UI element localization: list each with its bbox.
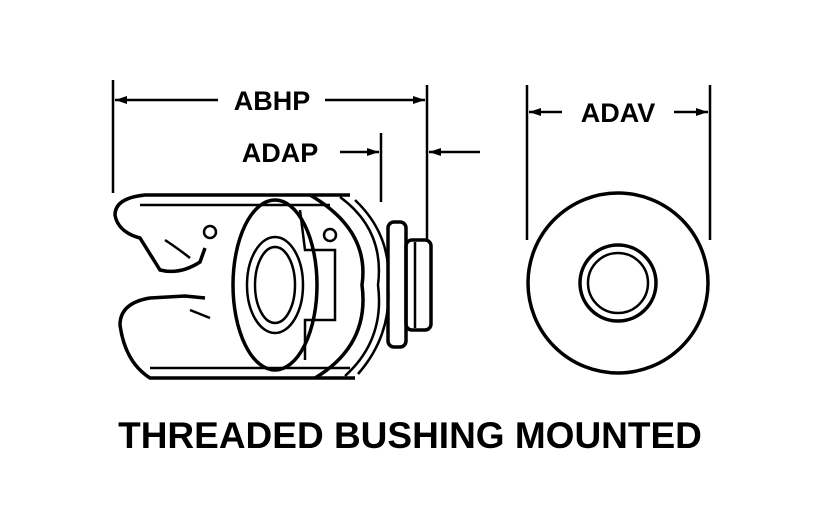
caption: THREADED BUSHING MOUNTED — [118, 415, 702, 456]
bushing-end-view — [526, 191, 710, 375]
abhp-dimension: ABHP — [111, 80, 429, 240]
adav-label: ADAV — [581, 98, 656, 128]
adap-label: ADAP — [242, 138, 319, 168]
adav-dimension: ADAV — [525, 85, 712, 240]
adap-dimension: ADAP — [242, 133, 480, 202]
bushing-side-view — [113, 193, 433, 380]
abhp-label: ABHP — [234, 86, 311, 116]
